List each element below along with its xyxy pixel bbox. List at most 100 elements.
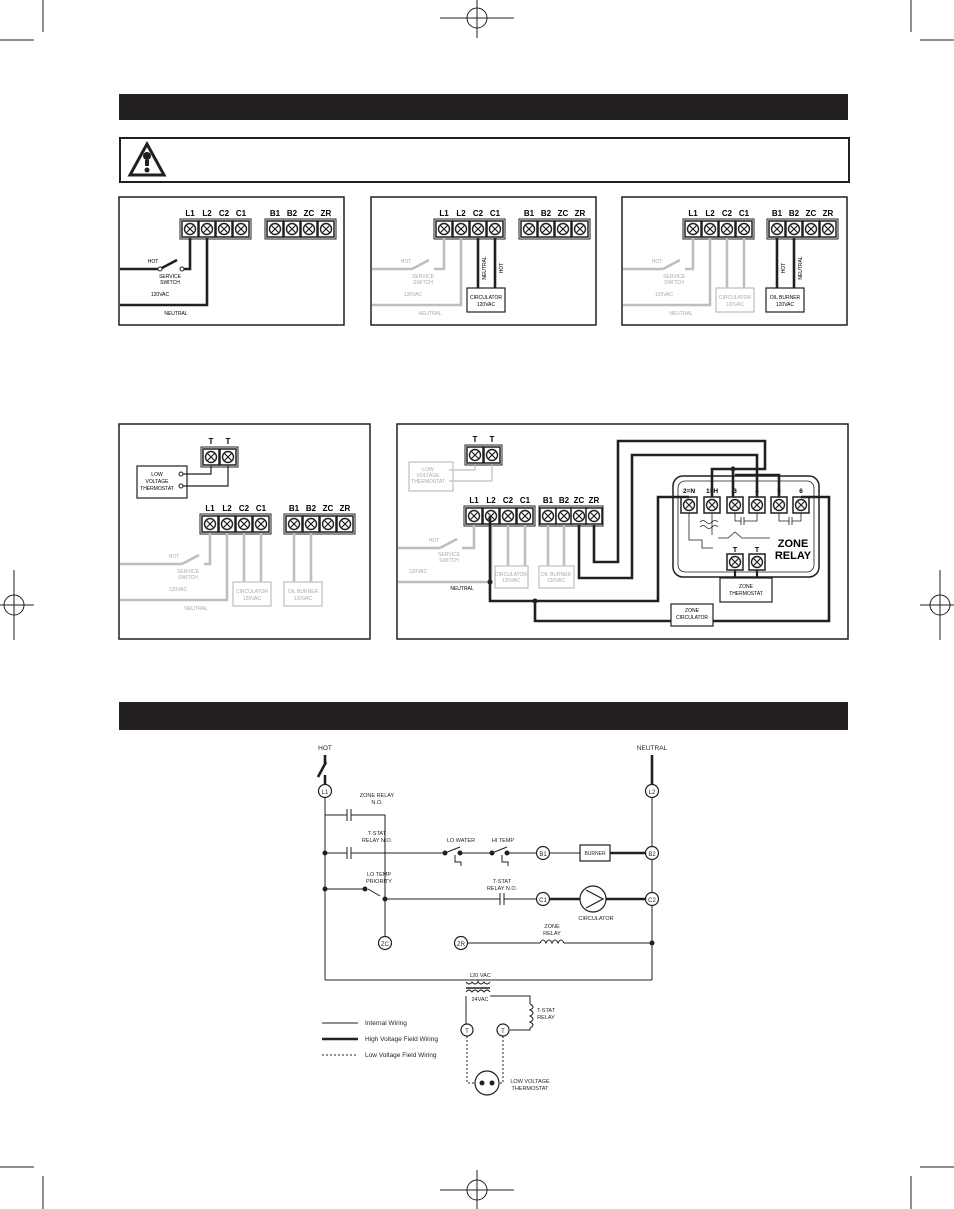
label-hot: HOT: [499, 263, 505, 274]
label-zone-relay-no: N.O.: [371, 800, 383, 806]
label-burner: BURNER: [584, 851, 606, 857]
terminal-label: T: [226, 437, 231, 446]
label-neutral: NEUTRAL: [669, 311, 693, 317]
label-low: LOW: [151, 472, 163, 478]
label-neutral: NEUTRAL: [184, 606, 208, 612]
terminal-label: B1: [543, 496, 554, 505]
terminal-label: ZR: [575, 209, 586, 218]
label-hot: HOT: [169, 554, 180, 560]
terminal-label: B2: [559, 496, 570, 505]
terminal-label: ZR: [823, 209, 834, 218]
label-tstat-relay-no: RELAY N.O.: [487, 886, 518, 892]
terminal-label: ZC: [304, 209, 315, 218]
node-c2: C2: [648, 898, 656, 904]
relay-terminal-label: 6: [799, 488, 803, 495]
label-low-voltage-thermostat: THERMOSTAT: [511, 1086, 549, 1092]
label-switch: SWITCH: [178, 575, 198, 581]
label-voltage: VOLTAGE: [146, 479, 170, 485]
label-switch: SWITCH: [413, 280, 433, 286]
label-hi-temp: HI TEMP: [492, 838, 515, 844]
terminal-label: T: [209, 437, 214, 446]
label-oil-burner: OIL BURNER: [770, 295, 801, 301]
terminal-label: ZC: [323, 504, 334, 513]
label-oil-burner-vac: 120VAC: [547, 578, 566, 584]
node-zr: ZR: [457, 942, 466, 948]
terminal-label: L1: [205, 504, 215, 513]
label-tstat-relay-no: RELAY N.O.: [362, 838, 393, 844]
panel-low-voltage-thermostat: T T LOW VOLTAGE THERMOSTAT L1 L2 C2 C1 B…: [118, 423, 371, 640]
terminal-label: C1: [256, 504, 267, 513]
label-zone-thermostat: THERMOSTAT: [729, 591, 763, 597]
terminal-label: C2: [473, 209, 484, 218]
label-circulator-vac: 120VAC: [726, 302, 745, 308]
label-oil-burner: OIL BURNER: [541, 572, 572, 578]
node-c1: C1: [539, 898, 547, 904]
node-t: T: [465, 1029, 469, 1035]
label-vac: 120VAC: [169, 587, 188, 593]
label-vac: 120VAC: [409, 569, 428, 575]
relay-terminal-label: T: [733, 547, 738, 554]
terminal-label: ZC: [806, 209, 817, 218]
terminal-label: B2: [789, 209, 800, 218]
label-tstat-relay-no: T-STAT: [493, 879, 512, 885]
relay-terminal-label: T: [755, 547, 760, 554]
label-neutral: NEUTRAL: [798, 256, 804, 280]
terminal-label: ZC: [558, 209, 569, 218]
label-neutral: NEUTRAL: [164, 311, 188, 317]
label-service: SERVICE: [663, 274, 686, 280]
node-l1: L1: [322, 790, 329, 796]
terminal-label: L1: [688, 209, 698, 218]
label-oil-burner: OIL BURNER: [288, 589, 319, 595]
label-hot: HOT: [401, 259, 412, 265]
terminal-label: L2: [202, 209, 212, 218]
label-low-voltage-thermostat: LOW VOLTAGE: [510, 1079, 550, 1085]
label-circulator-vac: 120VAC: [477, 302, 496, 308]
schem-neutral: NEUTRAL: [637, 745, 668, 752]
label-lo-water: LO WATER: [447, 838, 475, 844]
terminal-label: L2: [705, 209, 715, 218]
legend-high-voltage: High Voltage Field Wiring: [365, 1036, 438, 1043]
label-switch: SWITCH: [439, 558, 459, 564]
panel-line-voltage: L1 L2 C2 C1 B1 B2 ZC ZR HOT SERVICE: [118, 196, 345, 326]
panel-zone-relay: T T LOW VOLTAGE THERMOSTAT L1 L2 C2 C1 B…: [396, 423, 849, 640]
terminal-label: T: [490, 435, 495, 444]
terminal-label: ZR: [340, 504, 351, 513]
label-120vac: 120 VAC: [469, 973, 491, 979]
terminal-label: L1: [439, 209, 449, 218]
relay-terminal-label: 2=N: [683, 488, 695, 495]
label-vac: 120VAC: [655, 292, 674, 298]
node-b1: B1: [539, 852, 547, 858]
terminal-label: ZR: [589, 496, 600, 505]
zone-relay-box: 2=N 1=H 3 4 5 6 T T ZONE RELAY: [672, 475, 820, 578]
terminal-label: B1: [772, 209, 783, 218]
terminal-label: B2: [287, 209, 298, 218]
terminal-label: L2: [486, 496, 496, 505]
panel-oil-burner: L1 L2 C2 C1 B1 B2 ZC ZR OIL BURNER 120VA…: [621, 196, 848, 326]
terminal-label: C1: [490, 209, 501, 218]
label-zone-circulator: CIRCULATOR: [676, 615, 708, 621]
label-tstat-relay-no: T-STAT: [368, 831, 387, 837]
label-thermostat: THERMOSTAT: [140, 486, 174, 492]
node-l2: L2: [649, 790, 656, 796]
label-neutral: NEUTRAL: [450, 586, 474, 592]
terminal-label: C2: [722, 209, 733, 218]
node-t: T: [501, 1029, 505, 1035]
label-hot: HOT: [652, 259, 663, 265]
label-service: SERVICE: [438, 552, 461, 558]
label-24vac: 24VAC: [471, 997, 488, 1003]
label-hot: HOT: [429, 538, 440, 544]
terminal-label: C1: [739, 209, 750, 218]
label-circulator-vac: 120VAC: [243, 596, 262, 602]
terminal-label: T: [473, 435, 478, 444]
label-circulator: CIRCULATOR: [495, 572, 527, 578]
legend-internal-wiring: Internal Wiring: [365, 1020, 407, 1027]
terminal-label: L1: [469, 496, 479, 505]
label-switch: SWITCH: [160, 280, 180, 286]
label-zone-relay-no: ZONE RELAY: [360, 793, 395, 799]
label-service: SERVICE: [159, 274, 182, 280]
schem-hot: HOT: [318, 745, 332, 752]
label-oil-burner-vac: 120VAC: [294, 596, 313, 602]
label-neutral: NEUTRAL: [418, 311, 442, 317]
terminal-strip-line: L1 L2 C2 C1: [179, 209, 252, 240]
